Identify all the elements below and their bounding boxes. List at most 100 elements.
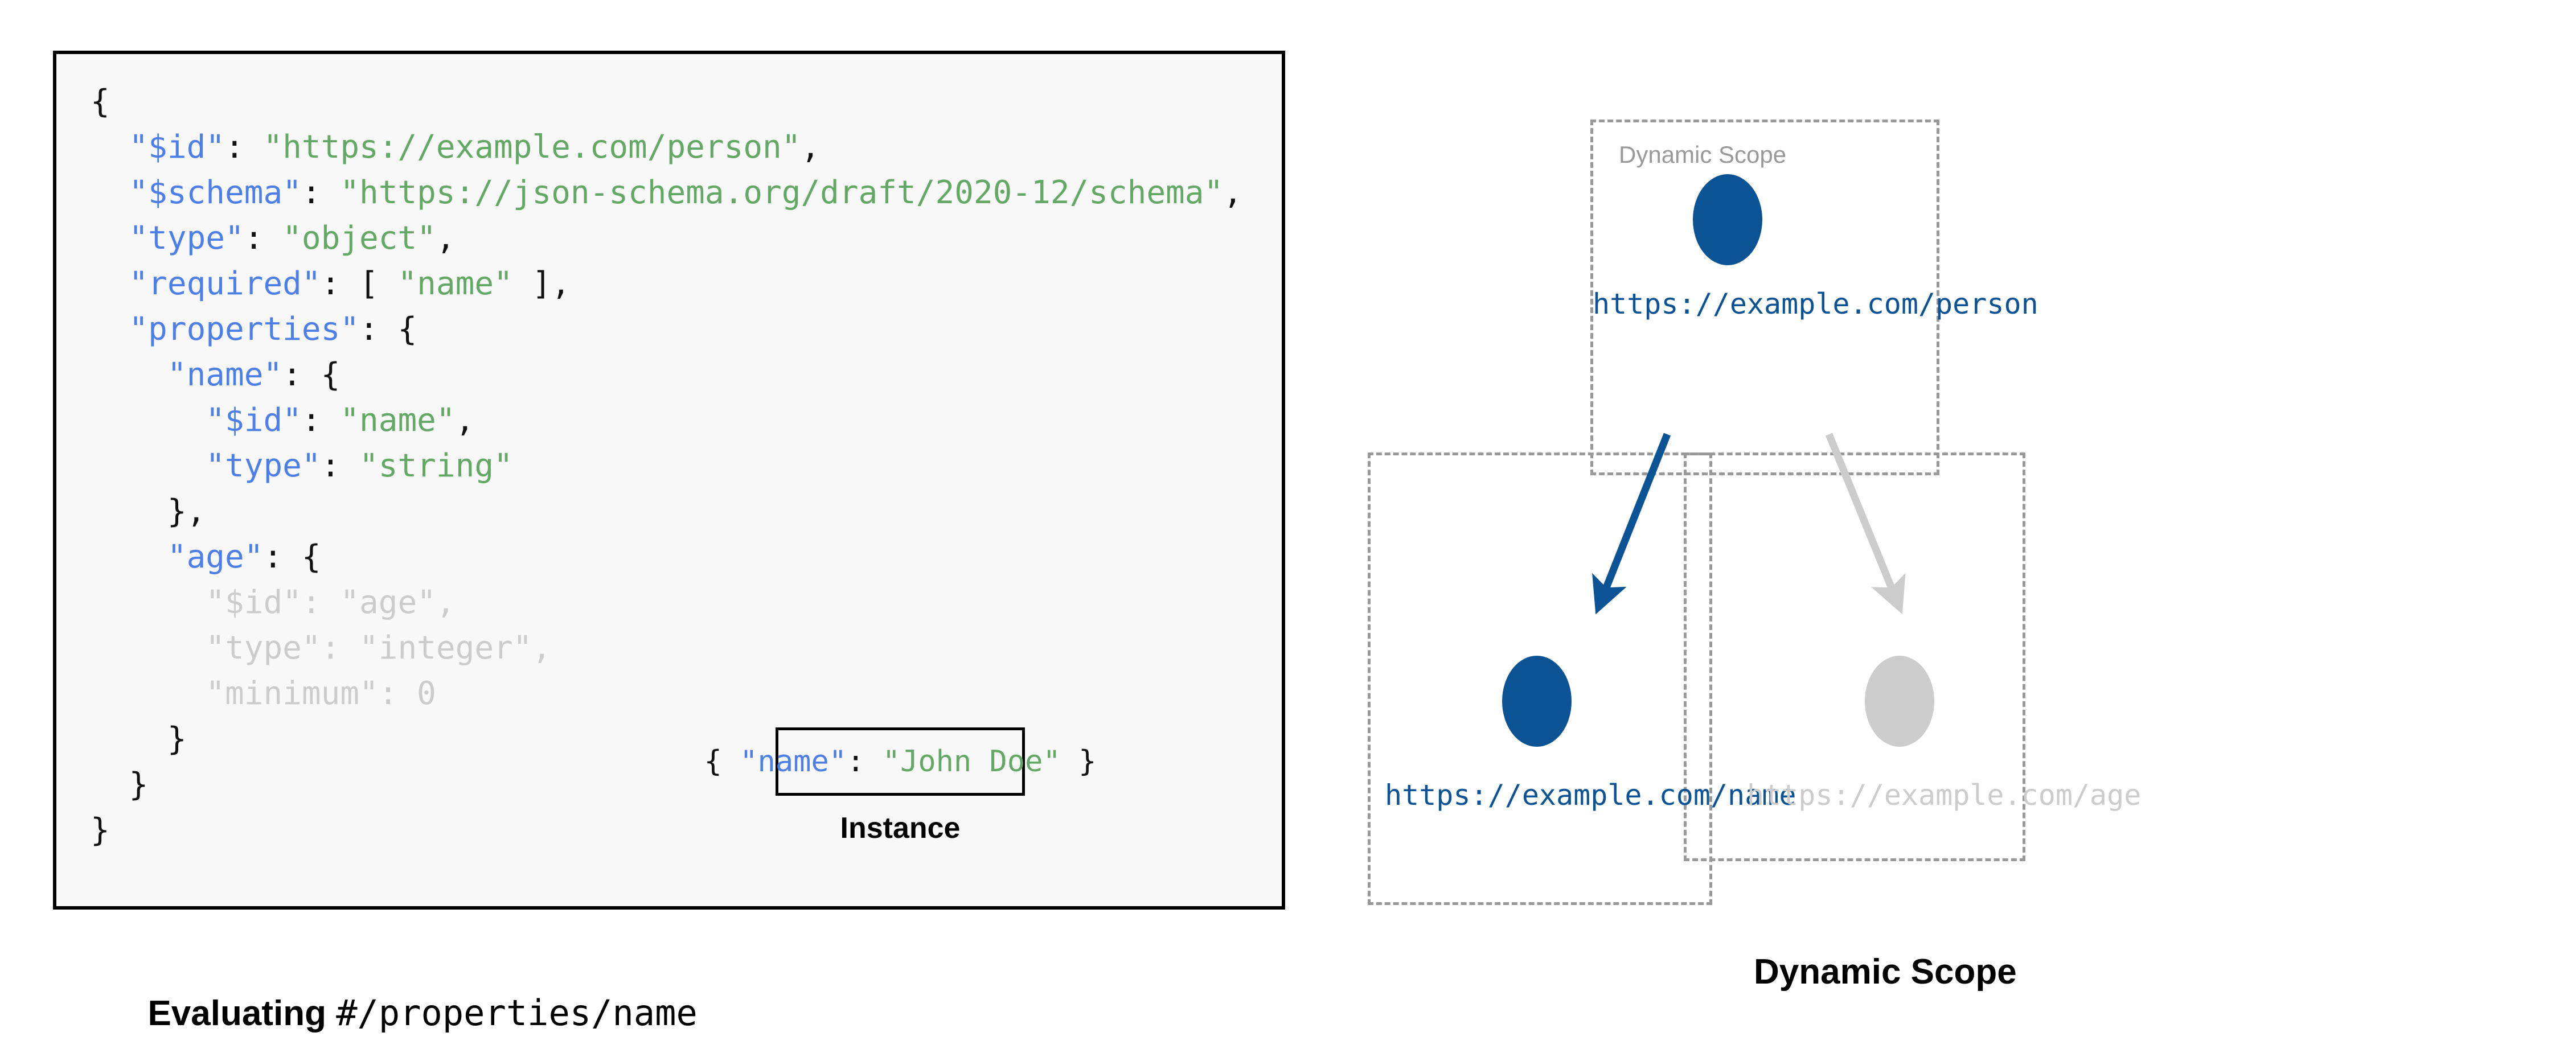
code-token: "name" [740,744,847,779]
code-line: { [91,79,1242,125]
code-token: { [91,83,110,120]
code-token: "type" [206,447,321,484]
code-line: }, [91,489,1242,534]
code-token: ], [512,265,571,302]
code-token: "$id" [206,584,302,621]
code-token: , [532,630,552,667]
code-indent [91,265,129,302]
code-token: : [301,174,341,211]
code-token: : [321,630,360,667]
code-line: "type": "string" [91,443,1242,489]
code-token: "name" [340,402,456,439]
code-token: "https://json-schema.org/draft/2020-12/s… [340,174,1224,211]
code-token: : { [359,311,417,348]
code-indent [91,630,206,667]
code-token: "string" [359,447,513,484]
code-token: "John Doe" [882,744,1061,779]
instance-box: { "name": "John Doe" } [704,727,1096,796]
schema-code-block: { "$id": "https://example.com/person", "… [91,79,1242,853]
code-line: "required": [ "name" ], [91,261,1242,307]
code-token: } [167,721,187,758]
code-line: } [91,762,1242,808]
code-indent [91,721,167,758]
code-token: "$id" [206,402,302,439]
code-token: : [378,675,417,712]
code-indent [91,675,206,712]
code-token: "age" [167,538,264,575]
scope-box-person [1590,120,1939,475]
code-line: "type": "object", [91,216,1242,261]
dynamic-scope-diagram: Dynamic Scope https://example.com/person… [1338,102,2545,922]
code-line: "$id": "name", [91,398,1242,443]
instance-code: { "name": "John Doe" } [704,744,1097,779]
code-token: "$id" [129,129,225,166]
code-indent [91,356,167,393]
code-token: , [436,584,456,621]
code-token: : [225,129,264,166]
left-caption-pointer: #/properties/name [336,992,698,1034]
code-token: "name" [397,265,513,302]
code-indent [91,220,129,257]
code-token: : [ [321,265,398,302]
code-token: 0 [417,675,436,712]
node-name-label: https://example.com/name [1385,779,1796,812]
code-indent [91,447,206,484]
right-figure-caption: Dynamic Scope [1754,952,2017,992]
code-indent [91,129,129,166]
code-token: "properties" [129,311,360,348]
code-token: "integer" [359,630,532,667]
scope-box-name [1368,453,1712,905]
code-indent [91,584,206,621]
scope-box-label: Dynamic Scope [1619,141,1787,168]
code-token: } [129,766,149,803]
code-token: "type" [206,630,321,667]
code-indent [91,766,129,803]
code-indent [91,538,167,575]
schema-code-panel: { "$id": "https://example.com/person", "… [53,51,1285,910]
code-line: } [91,808,1242,853]
code-token: : [244,220,283,257]
code-token: }, [167,493,206,530]
code-token: : [847,744,883,779]
code-token: : [301,402,341,439]
left-caption-bold: Evaluating [147,994,337,1033]
code-token: "minimum" [206,675,379,712]
code-token: : [321,447,360,484]
code-line: "name": { [91,352,1242,398]
code-token: } [1060,744,1097,779]
code-line: "type": "integer", [91,626,1242,671]
node-age-label: https://example.com/age [1747,779,2142,812]
code-token: "https://example.com/person" [263,129,801,166]
node-person-label: https://example.com/person [1593,287,2038,320]
code-token: "name" [167,356,283,393]
code-indent [91,311,129,348]
code-token: { [704,744,740,779]
code-token: "object" [282,220,436,257]
code-indent [91,174,129,211]
left-figure-caption: Evaluating #/properties/name [128,952,698,1034]
code-token: : { [282,356,341,393]
code-token: "required" [129,265,321,302]
code-token: "type" [129,220,244,257]
node-age-circle [1865,656,1934,747]
code-token: : { [263,538,321,575]
node-person-circle [1693,174,1762,265]
code-token: , [1223,174,1242,211]
code-token: "age" [340,584,436,621]
code-line: } [91,717,1242,762]
code-token: } [91,812,110,849]
code-line: "$schema": "https://json-schema.org/draf… [91,170,1242,216]
code-token: , [801,129,821,166]
code-token: : [301,584,341,621]
code-line: "age": { [91,534,1242,580]
code-line: "minimum": 0 [91,671,1242,717]
code-line: "properties": { [91,307,1242,352]
code-line: "$id": "https://example.com/person", [91,125,1242,170]
instance-caption: Instance [840,812,961,845]
node-name-circle [1502,656,1572,747]
code-token: "$schema" [129,174,302,211]
code-indent [91,493,167,530]
code-token: , [436,220,456,257]
code-indent [91,402,206,439]
code-line: "$id": "age", [91,580,1242,626]
